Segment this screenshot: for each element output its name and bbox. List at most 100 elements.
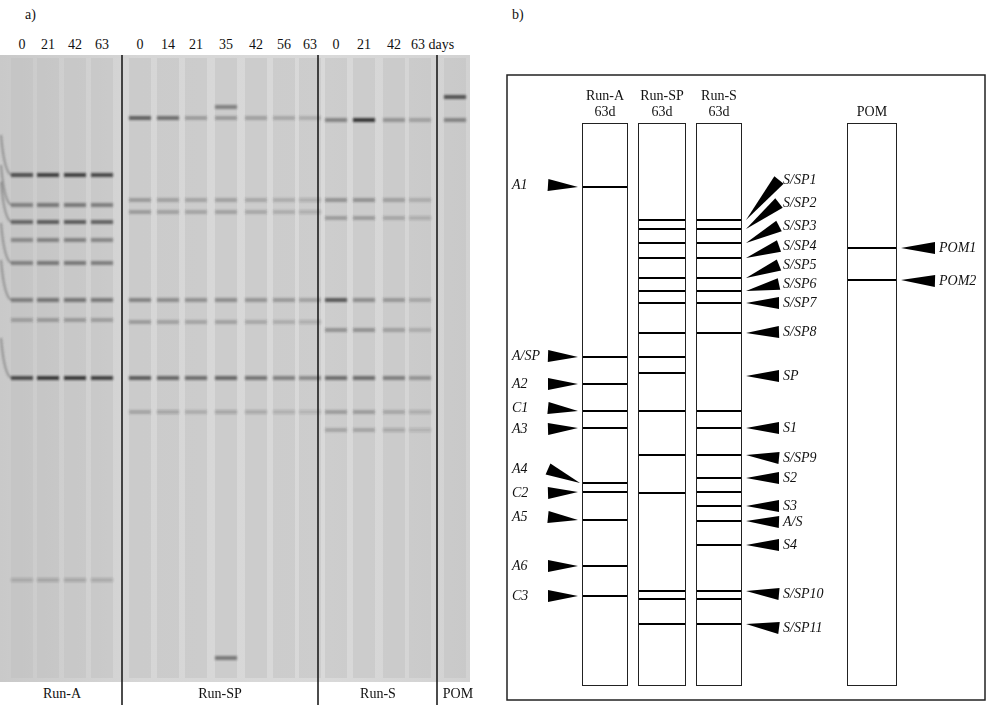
gel-bands <box>1 95 466 660</box>
gel-band <box>157 298 179 302</box>
gel-band <box>37 376 59 380</box>
band-line <box>638 302 686 304</box>
gel-band <box>383 376 405 380</box>
band-marker <box>546 464 580 483</box>
figure-label: 42 <box>249 37 263 53</box>
gel-lane <box>444 58 466 678</box>
lane-heading: Run-A 63d <box>579 88 631 120</box>
band-line <box>696 623 742 625</box>
gel-band <box>409 328 431 332</box>
band-line <box>696 332 742 334</box>
band-line <box>638 290 686 292</box>
band-label: C3 <box>512 588 528 604</box>
figure-label: b) <box>512 7 524 23</box>
gel-lane <box>64 58 86 678</box>
gel-band <box>157 116 179 120</box>
band-marker <box>746 516 779 528</box>
gel-band <box>245 116 267 120</box>
band-line <box>696 454 742 456</box>
band-line <box>582 482 628 484</box>
band-label: A/SP <box>512 348 540 364</box>
gel-band <box>129 298 151 302</box>
gel-band <box>353 376 375 380</box>
band-marker <box>746 452 780 464</box>
band-marker <box>746 588 780 600</box>
gel-band <box>11 203 33 207</box>
schematic-markers <box>546 176 936 634</box>
gel-band <box>37 298 59 302</box>
band-line <box>696 242 742 244</box>
band-line <box>696 505 742 507</box>
gel-band <box>91 578 113 582</box>
gel-band <box>129 376 151 380</box>
gel-lane <box>353 58 375 678</box>
gel-band <box>215 210 237 214</box>
gel-band <box>37 578 59 582</box>
gel-band <box>129 198 151 202</box>
gel-band <box>64 376 86 380</box>
gel-band <box>383 410 405 414</box>
band-line <box>582 595 628 597</box>
gel-lane <box>129 58 151 678</box>
gel-band <box>409 216 431 220</box>
band-line <box>638 372 686 374</box>
gel-band <box>383 198 405 202</box>
band-label: S/SP8 <box>783 324 816 340</box>
schematic-frame <box>507 75 985 700</box>
gel-band <box>325 298 347 302</box>
lane-box: Run-A 63d <box>582 123 628 686</box>
gel-band <box>64 173 86 177</box>
gel-band <box>353 118 375 122</box>
band-line <box>582 519 628 521</box>
gel-band <box>409 410 431 414</box>
band-label: S/SP7 <box>783 295 816 311</box>
band-line <box>638 598 686 600</box>
band-line <box>582 186 628 188</box>
figure-label: Run-SP <box>198 686 242 702</box>
gel-band <box>383 118 405 122</box>
lane-heading: Run-S 63d <box>693 88 745 120</box>
lane-box: Run-SP 63d <box>638 123 686 686</box>
band-label: A3 <box>512 421 528 437</box>
band-line <box>696 228 742 230</box>
gel-edge-smear <box>1 135 11 175</box>
band-line <box>696 590 742 592</box>
band-line <box>638 257 686 259</box>
band-marker <box>901 242 935 254</box>
gel-band <box>409 428 431 432</box>
band-marker <box>547 511 578 523</box>
band-line <box>638 277 686 279</box>
band-label: S/SP5 <box>783 257 816 273</box>
gel-band <box>383 328 405 332</box>
band-marker <box>746 370 779 382</box>
band-line <box>696 277 742 279</box>
band-label: S/SP11 <box>783 620 822 636</box>
band-line <box>696 427 742 429</box>
band-label: S/SP10 <box>783 586 823 602</box>
figure-label: 35 <box>219 37 233 53</box>
band-label: S/SP9 <box>783 450 816 466</box>
band-label: SP <box>783 368 799 384</box>
band-marker <box>746 326 779 338</box>
gel-band <box>37 173 59 177</box>
band-marker <box>548 423 578 435</box>
gel-band <box>37 203 59 207</box>
gel-lane <box>37 58 59 678</box>
gel-lane <box>273 58 295 678</box>
gel-band <box>91 318 113 322</box>
gel-band <box>215 116 237 120</box>
band-line <box>696 598 742 600</box>
gel-band <box>215 105 237 109</box>
band-marker <box>548 487 578 499</box>
figure-label: 14 <box>161 37 175 53</box>
gel-band <box>185 210 207 214</box>
gel-band <box>409 198 431 202</box>
band-label: C1 <box>512 400 528 416</box>
figure-label: 42 <box>68 37 82 53</box>
gel-band <box>129 116 151 120</box>
figure-label: 21 <box>189 37 203 53</box>
gel-band <box>185 298 207 302</box>
gel-band <box>157 320 179 324</box>
figure-label: 0 <box>137 37 144 53</box>
